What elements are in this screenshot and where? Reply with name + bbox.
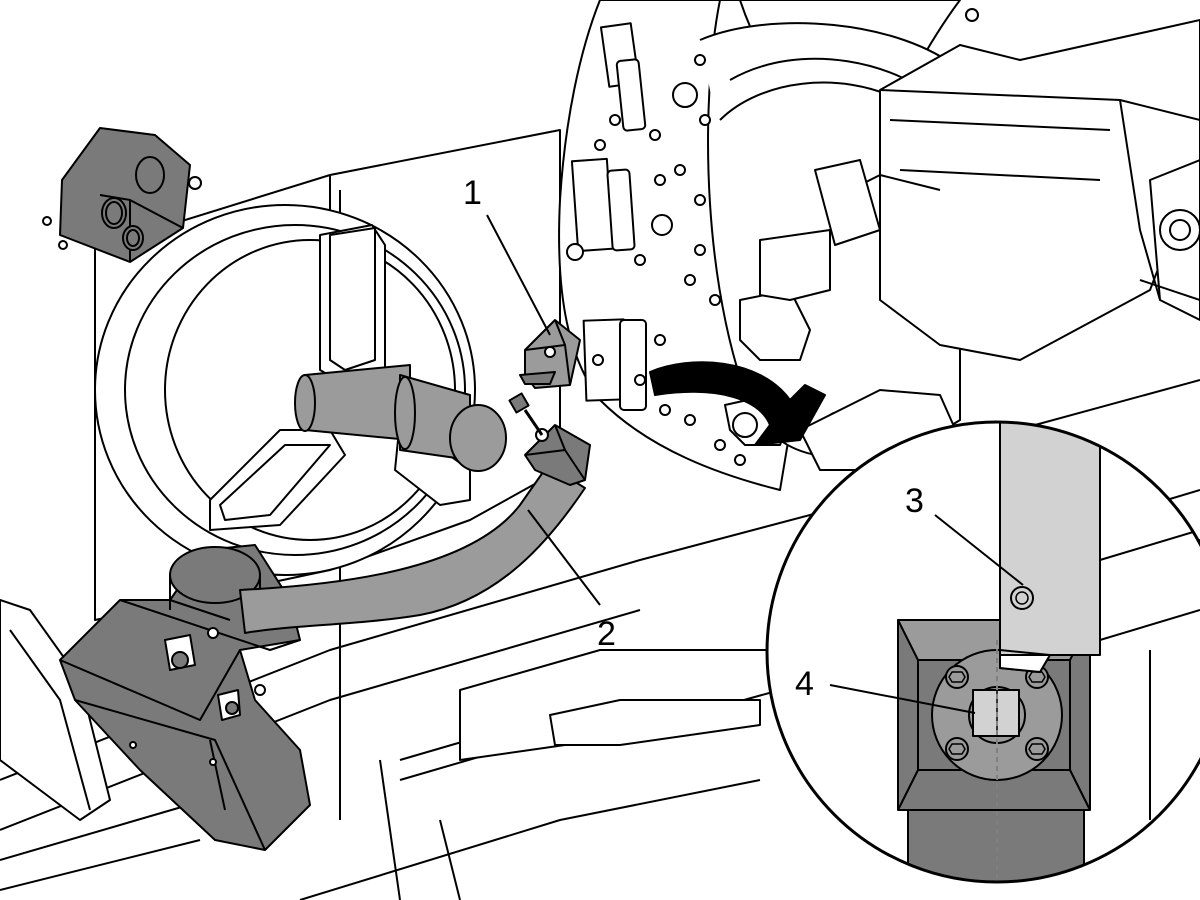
callout-4: 4 (795, 665, 814, 703)
leader-4 (829, 684, 976, 714)
leader-2 (527, 509, 601, 606)
turning-tool (519, 319, 581, 389)
callout-1: 1 (463, 174, 482, 212)
turret-motor-housing (814, 19, 1200, 361)
callout-2: 2 (597, 615, 616, 653)
rotation-arrow (649, 361, 826, 446)
detail-inset (765, 420, 1200, 884)
callout-numbers: 1 2 3 4 (463, 174, 924, 703)
cap-screws (945, 665, 1049, 761)
junction-box (42, 127, 202, 263)
leader-1 (486, 214, 551, 336)
callout-3: 3 (905, 482, 924, 520)
callout-leaders (486, 214, 1024, 714)
tool-setter-arm (59, 392, 591, 851)
spindle-chuck (94, 204, 507, 576)
leader-3 (934, 514, 1024, 586)
